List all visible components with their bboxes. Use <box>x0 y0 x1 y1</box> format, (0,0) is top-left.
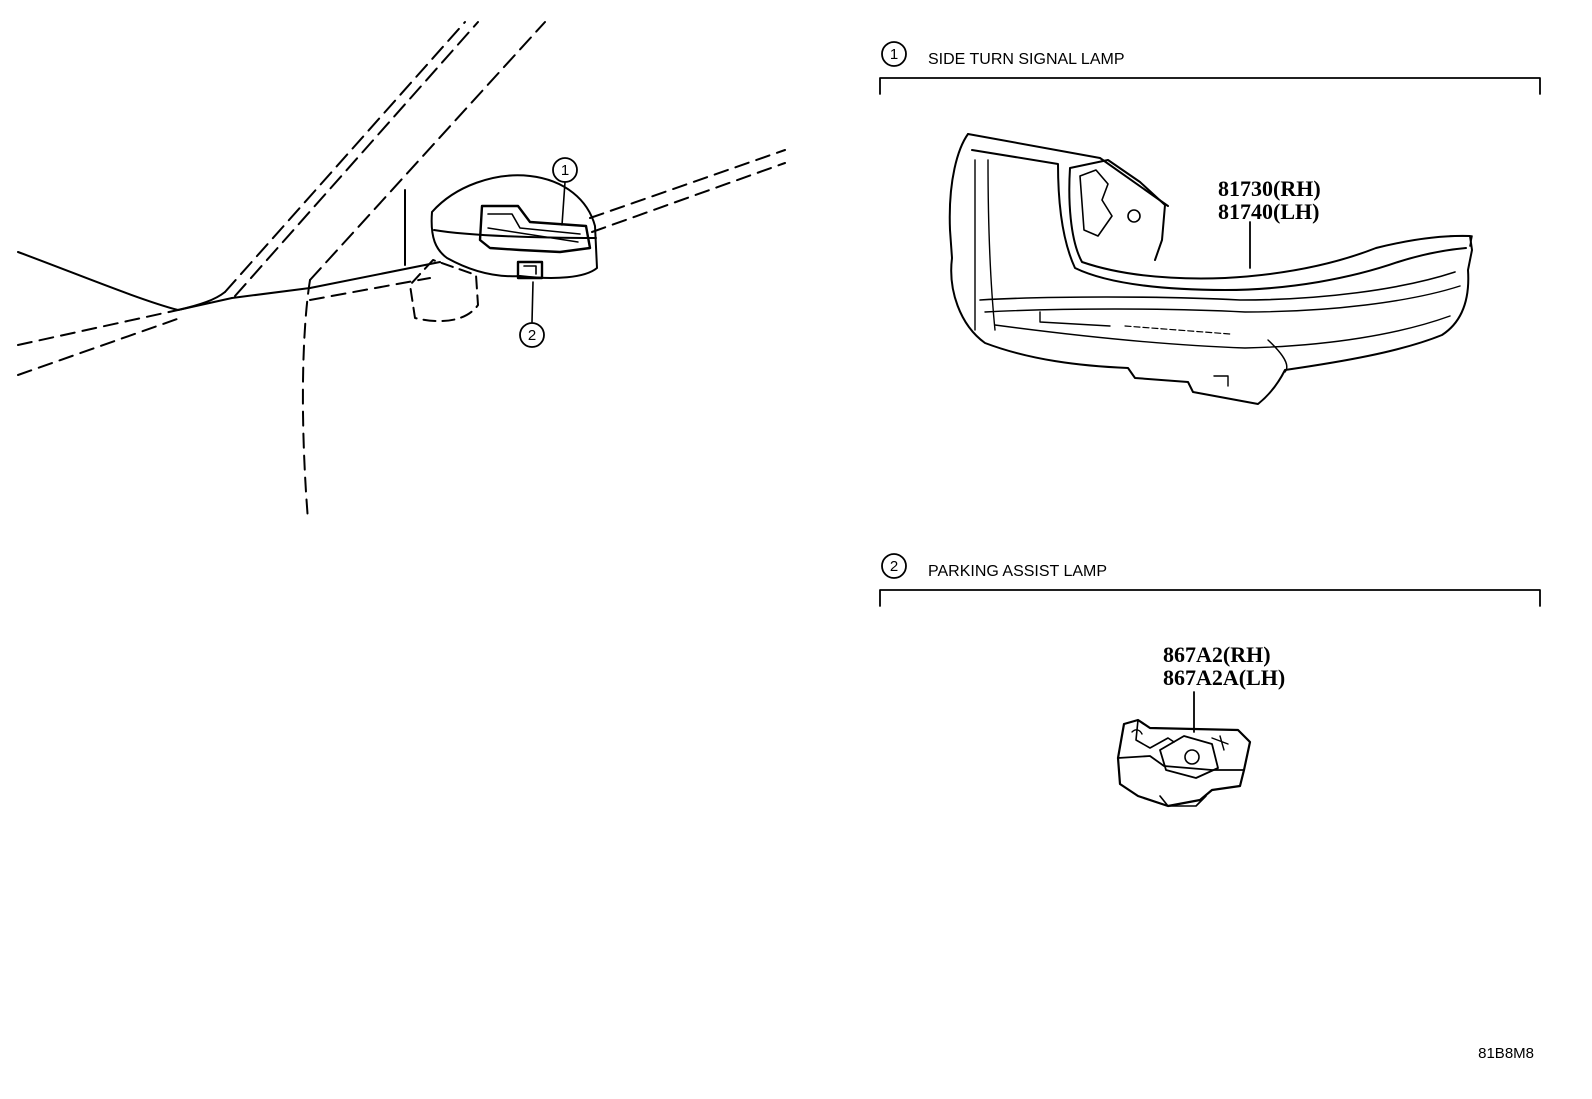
section-2-number: 2 <box>890 558 898 575</box>
mirror-housing <box>430 174 598 279</box>
parking-lamp-on-mirror <box>516 260 544 280</box>
parking-assist-lamp-drawing <box>1116 718 1252 808</box>
section-2-circle <box>881 553 907 579</box>
section-2-bracket <box>879 589 1541 607</box>
callout-1-number: 1 <box>561 162 569 179</box>
section-1-circle <box>881 41 907 67</box>
section-1-number: 1 <box>890 46 898 63</box>
drawing-code: 81B8M8 <box>1478 1045 1534 1062</box>
section-1-bracket <box>879 77 1541 95</box>
turn-signal-on-mirror <box>478 204 592 254</box>
side-turn-signal-lamp-drawing <box>948 133 1473 405</box>
callout-2-number: 2 <box>528 327 536 344</box>
callout-1-circle <box>552 157 578 183</box>
section-2-title: PARKING ASSIST LAMP <box>928 563 1107 580</box>
part-number-lh-1: 81740(LH) <box>1218 199 1319 224</box>
part-number-rh-2: 867A2(RH) <box>1163 642 1271 667</box>
part-number-lh-2: 867A2A(LH) <box>1163 665 1285 690</box>
section-1-title: SIDE TURN SIGNAL LAMP <box>928 51 1125 68</box>
part-number-rh-1: 81730(RH) <box>1218 176 1321 201</box>
callout-2-circle <box>519 322 545 348</box>
vehicle-overview <box>17 21 786 521</box>
